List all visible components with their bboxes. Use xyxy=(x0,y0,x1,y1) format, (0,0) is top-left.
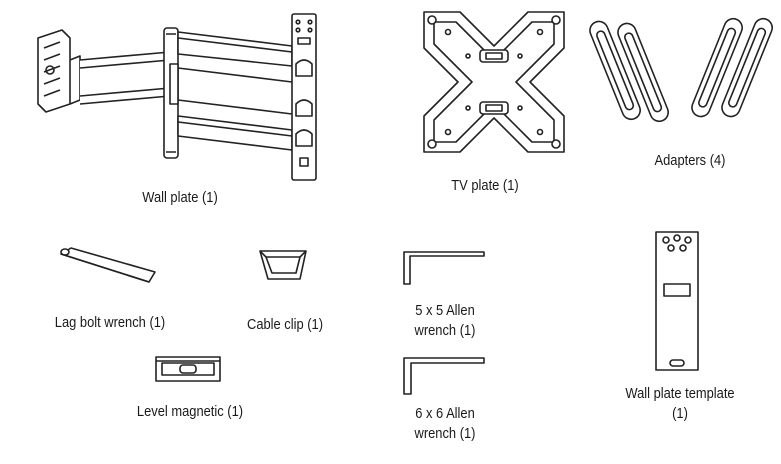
cable-clip-label: Cable clip (1) xyxy=(246,316,324,333)
wall-plate-label: Wall plate (1) xyxy=(142,189,218,206)
wall-plate-template-illustration xyxy=(652,228,702,374)
lag-bolt-wrench-label: Lag bolt wrench (1) xyxy=(54,314,166,331)
level-magnetic-label: Level magnetic (1) xyxy=(136,403,244,420)
tv-plate-illustration xyxy=(418,6,570,158)
tv-plate-label: TV plate (1) xyxy=(451,177,519,194)
adapters-label: Adapters (4) xyxy=(654,152,726,169)
allen-wrench-5x5-illustration xyxy=(398,248,488,288)
wall-plate-illustration xyxy=(30,8,330,183)
lag-bolt-wrench-illustration xyxy=(55,244,159,288)
wall-plate-template-label: Wall plate template (1) xyxy=(625,385,735,422)
allen-wrench-6x6-illustration xyxy=(398,354,488,398)
allen-wrench-5x5-label: 5 x 5 Allen wrench (1) xyxy=(414,302,476,339)
cable-clip-illustration xyxy=(256,245,312,285)
adapters-illustration xyxy=(589,10,773,130)
level-magnetic-illustration xyxy=(152,353,224,385)
allen-wrench-6x6-label: 6 x 6 Allen wrench (1) xyxy=(414,405,476,442)
